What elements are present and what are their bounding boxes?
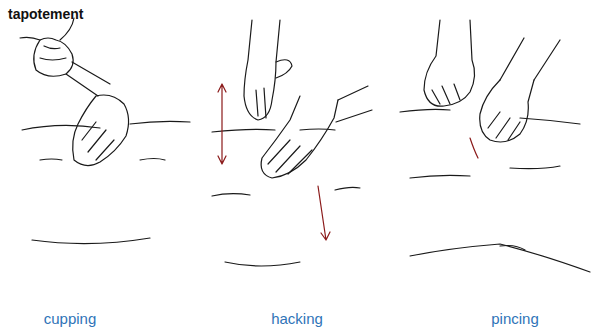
body-line — [300, 129, 335, 130]
finger-lines — [432, 84, 460, 104]
body-line — [22, 125, 100, 130]
technique-label: cupping — [44, 310, 97, 327]
body-line — [130, 121, 190, 124]
body-line — [212, 194, 250, 196]
finger-lines — [256, 88, 266, 118]
diagram-title: tapotement — [8, 6, 83, 22]
body-line — [225, 262, 300, 266]
cupping-sketch — [20, 18, 190, 244]
vertical-hand — [244, 20, 280, 120]
body-line — [520, 118, 580, 124]
arm — [66, 62, 110, 96]
technique-label: pincing — [491, 310, 539, 327]
hand — [424, 20, 475, 106]
cupped-hand — [34, 38, 73, 76]
body-line — [410, 244, 590, 272]
body-line — [32, 238, 150, 244]
motion-arrow — [218, 84, 226, 164]
motion-arrow — [318, 186, 330, 240]
flat-hand — [261, 96, 338, 178]
body-line — [510, 166, 560, 169]
technique-label: hacking — [271, 310, 323, 327]
cupped-hand — [40, 46, 66, 60]
pincing-sketch — [400, 20, 590, 272]
body-line — [410, 175, 470, 178]
thumb — [276, 60, 292, 78]
body-line — [500, 246, 525, 251]
body-line — [400, 109, 450, 112]
finger-lines — [268, 140, 312, 174]
body-line — [140, 159, 165, 161]
arm — [500, 38, 560, 80]
skin-pinch — [470, 138, 478, 158]
finger-lines — [82, 122, 114, 160]
hand — [480, 80, 534, 142]
finger-lines — [488, 112, 520, 140]
body-line — [40, 159, 62, 160]
hacking-sketch — [212, 20, 372, 266]
arm — [336, 86, 372, 122]
cupped-hand — [73, 95, 129, 166]
body-line — [335, 187, 360, 190]
